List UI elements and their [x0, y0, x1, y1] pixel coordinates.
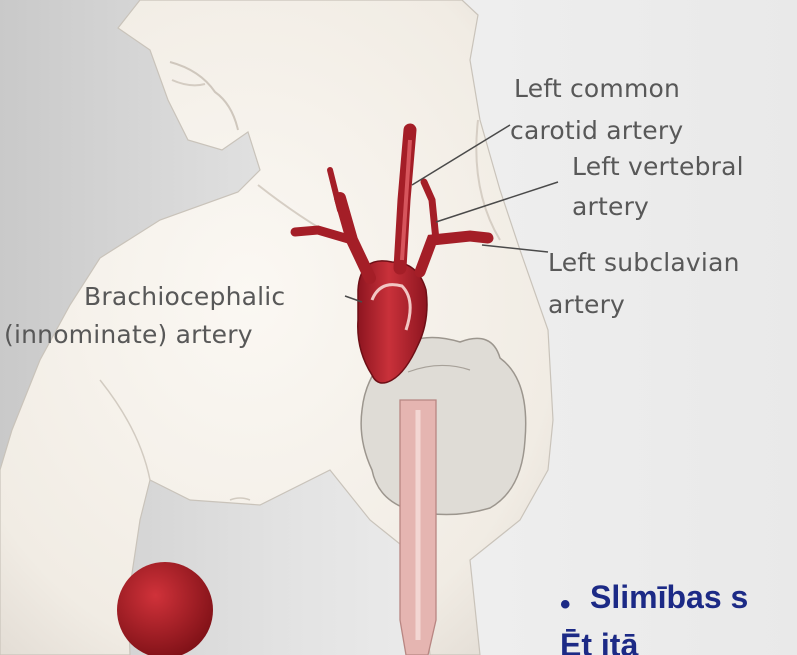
red-sphere: [117, 562, 213, 655]
label-brachiocephalic-line1: Brachiocephalic: [84, 282, 285, 312]
bullet-line-2: Ēt itā: [560, 627, 638, 655]
label-brachiocephalic-line2: (innominate) artery: [4, 320, 253, 350]
label-left-subclavian-line2: artery: [548, 290, 625, 320]
label-left-common-carotid-line2: carotid artery: [510, 116, 683, 146]
label-left-vertebral-line1: Left vertebral: [572, 152, 744, 182]
label-left-subclavian-line1: Left subclavian: [548, 248, 740, 278]
label-left-vertebral-line2: artery: [572, 192, 649, 222]
label-left-common-carotid-line1: Left common: [514, 74, 680, 104]
bullet-line-1: Slimības s: [590, 579, 748, 616]
slide-bullet-text: Slimības s Ēt itā: [560, 575, 797, 655]
